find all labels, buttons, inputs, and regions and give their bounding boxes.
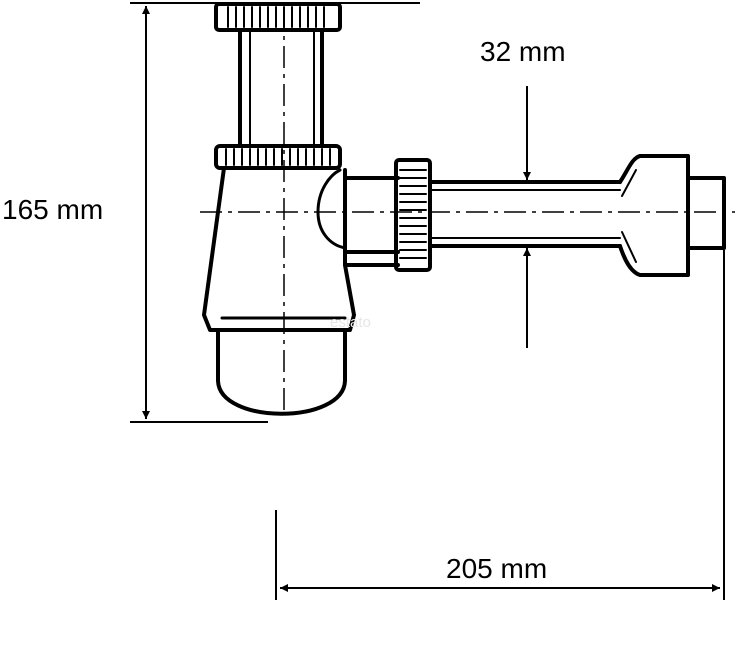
watermark: estato	[330, 314, 371, 331]
width-dimension	[275, 250, 725, 600]
diameter-label: 32 mm	[480, 36, 566, 67]
bottom-cup	[216, 328, 347, 416]
end-reducer	[618, 154, 726, 277]
bottle-body	[202, 166, 356, 332]
height-dimension	[130, 2, 420, 423]
width-label: 205 mm	[446, 553, 548, 584]
outlet-pipe	[343, 176, 622, 254]
inlet-tube	[238, 28, 324, 148]
height-label: 165 mm	[2, 194, 104, 225]
outlet-threaded-nut	[394, 158, 432, 272]
top-threaded-cap	[214, 2, 342, 32]
centre-lines	[200, 8, 735, 412]
outlet-elbow	[316, 168, 347, 250]
middle-threaded-nut	[214, 144, 342, 170]
